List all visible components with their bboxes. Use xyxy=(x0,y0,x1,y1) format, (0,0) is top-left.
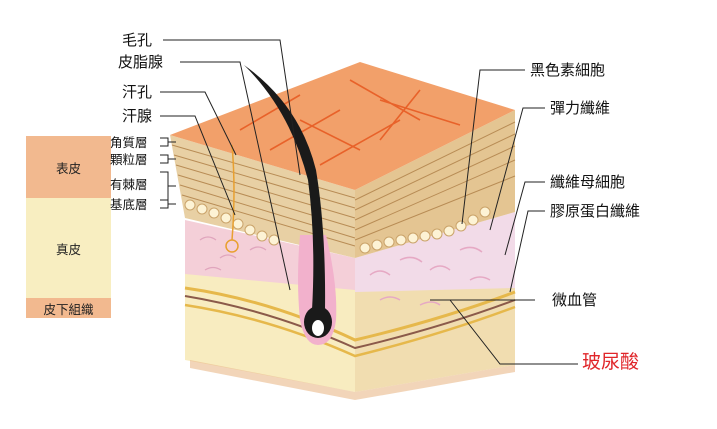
pointer-lines xyxy=(160,39,578,365)
base-shadow xyxy=(190,360,515,400)
label-sweat-gland: 汗腺 xyxy=(122,107,153,125)
collagen-band xyxy=(184,286,516,342)
label-stratum-granulosum: 顆粒層 xyxy=(110,152,148,167)
collagen-band-2 xyxy=(184,303,516,358)
basal-cells xyxy=(184,199,491,254)
label-stratum-corneum: 角質層 xyxy=(110,135,148,150)
label-stratum-basale: 基底層 xyxy=(110,197,148,212)
legend-dermis: 真皮 xyxy=(26,198,111,298)
label-sebaceous-gland: 皮脂腺 xyxy=(118,53,164,71)
subcutis-side-face xyxy=(355,284,515,392)
sweat-duct xyxy=(231,144,235,241)
epidermis-front-face xyxy=(170,135,355,258)
label-pore: 毛孔 xyxy=(122,31,153,49)
dermis-fibers-front xyxy=(199,236,267,271)
hair-papilla xyxy=(312,320,324,336)
skin-surface-lines xyxy=(239,79,461,166)
label-sweat-pore: 汗孔 xyxy=(122,83,153,101)
sweat-gland-coil xyxy=(225,239,239,253)
label-collagen: 膠原蛋白纖維 xyxy=(550,202,641,220)
dermis-side-face xyxy=(355,212,515,292)
label-stratum-spinosum: 有棘層 xyxy=(110,177,148,192)
legend-subcutis: 皮下組織 xyxy=(26,298,111,318)
capillary-band xyxy=(184,295,516,350)
hair-shaft xyxy=(244,65,326,310)
label-fibroblast: 纖維母細胞 xyxy=(550,173,626,191)
skin-surface xyxy=(170,62,515,190)
legend-epidermis: 表皮 xyxy=(26,136,111,198)
cell-rows-side xyxy=(354,121,516,241)
label-melanocyte: 黑色素細胞 xyxy=(530,61,606,79)
label-capillary: 微血管 xyxy=(552,291,598,309)
label-elastin: 彈力纖維 xyxy=(550,99,611,117)
dermis-fibers xyxy=(369,246,491,306)
layer-brackets xyxy=(160,137,176,209)
label-hyaluronic-acid: 玻尿酸 xyxy=(582,351,640,373)
